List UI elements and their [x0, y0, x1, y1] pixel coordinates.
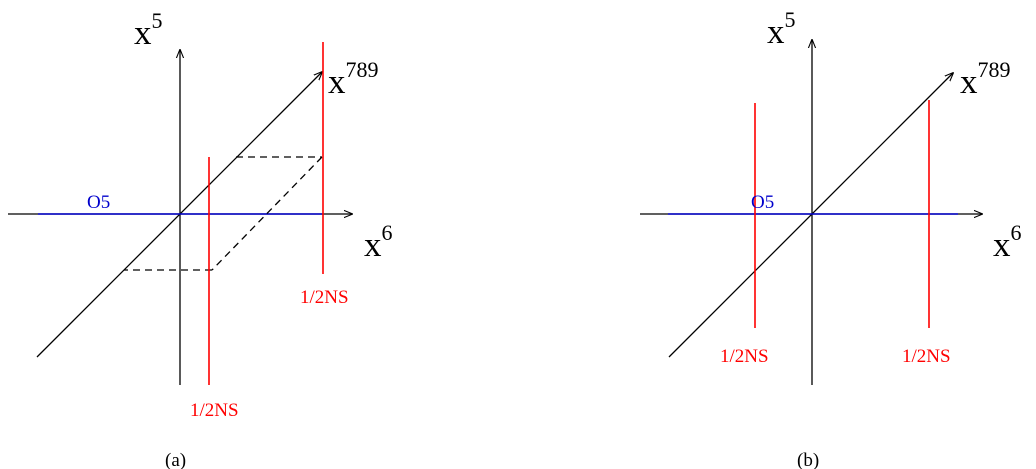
panel-a-dashed-right	[211, 156, 323, 271]
panel-b-x789-label: x789	[960, 57, 1011, 101]
panel-b-caption: (b)	[797, 450, 819, 469]
panel-a-ns-label-lower: 1/2NS	[190, 400, 239, 421]
panel-a-ns-label-upper: 1/2NS	[300, 287, 349, 308]
panel-a-x5-label: x5	[134, 8, 163, 52]
panel-b-x789-axis	[668, 73, 953, 358]
panel-b: x5 x789 x6 O5 1/2NS 1/2NS (b)	[640, 7, 1022, 469]
panel-b-ns-label-right: 1/2NS	[902, 346, 951, 367]
panel-b-ns-label-left: 1/2NS	[720, 346, 769, 367]
panel-a: x5 x789 x6 O5 1/2NS 1/2NS (a)	[8, 8, 393, 469]
panel-a-x789-label: x789	[328, 57, 379, 101]
panel-b-x5-label: x5	[767, 7, 796, 51]
panel-b-o5-label: O5	[751, 192, 774, 213]
panel-a-caption: (a)	[165, 450, 186, 469]
panel-a-o5-label: O5	[87, 192, 110, 213]
panel-a-x6-label: x6	[364, 220, 393, 264]
panel-b-x6-label: x6	[993, 220, 1022, 264]
